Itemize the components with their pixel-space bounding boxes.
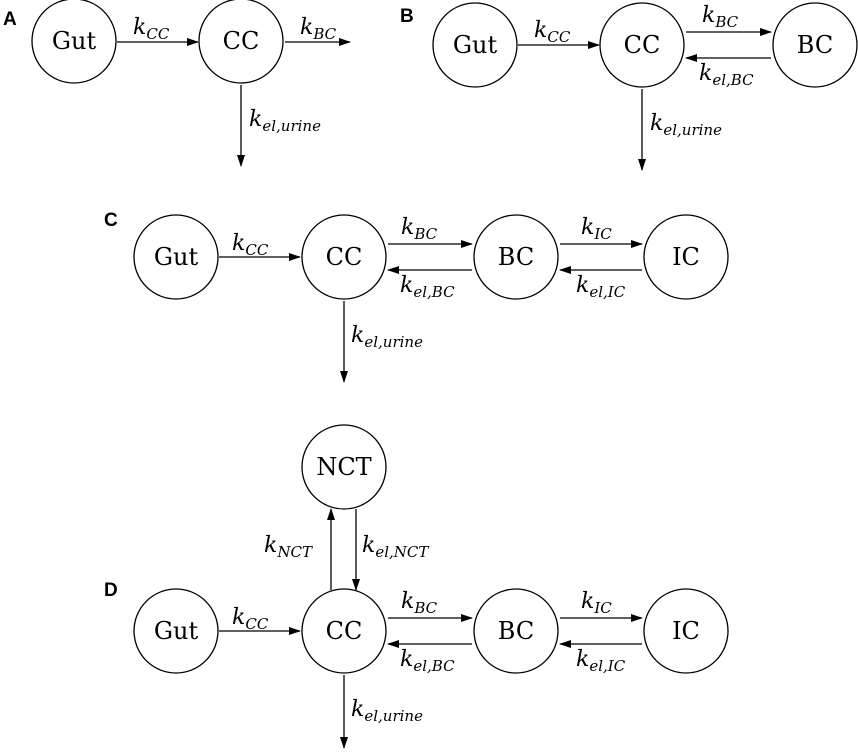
- node-ic-c-label: IC: [672, 243, 700, 271]
- rate-k-cc-b: kCC: [534, 18, 571, 46]
- rate-k-bc-c: kBC: [401, 215, 438, 243]
- rate-k-urine-d: kel,urine: [351, 697, 423, 725]
- node-ic-d-label: IC: [672, 617, 700, 645]
- rate-k-bc-a: kBC: [300, 15, 337, 43]
- rate-k-el-bc-d: kel,BC: [400, 647, 455, 675]
- node-gut-b-label: Gut: [453, 31, 498, 59]
- panel-d-letter: D: [104, 580, 118, 601]
- rate-k-cc-a: kCC: [133, 15, 170, 43]
- node-bc-b-label: BC: [797, 31, 833, 59]
- node-bc-c: BC: [473, 214, 559, 300]
- node-bc-b: BC: [772, 2, 858, 88]
- node-cc-d: CC: [301, 588, 387, 674]
- node-gut-d-label: Gut: [154, 617, 199, 645]
- rate-k-ic-d: kIC: [581, 589, 612, 617]
- rate-k-el-nct-d: kel,NCT: [362, 533, 429, 561]
- node-bc-c-label: BC: [498, 243, 534, 271]
- node-gut-c: Gut: [133, 214, 219, 300]
- panel-c: C Gut CC BC IC kCC kBC kel,BC kIC kel,IC…: [104, 210, 729, 383]
- panel-b-letter: B: [400, 6, 414, 27]
- node-gut-c-label: Gut: [154, 243, 199, 271]
- node-cc-a: CC: [198, 0, 284, 84]
- node-gut-d: Gut: [133, 588, 219, 674]
- node-gut-b: Gut: [432, 2, 518, 88]
- rate-k-cc-d: kCC: [232, 605, 269, 633]
- node-gut-a-label: Gut: [52, 27, 97, 55]
- rate-k-el-ic-c: kel,IC: [576, 273, 626, 301]
- node-ic-d: IC: [643, 588, 729, 674]
- panel-b: B Gut CC BC kCC kBC kel,BC kel,urine: [400, 2, 858, 171]
- node-bc-d: BC: [473, 588, 559, 674]
- rate-k-urine-a: kel,urine: [249, 107, 321, 135]
- rate-k-ic-c: kIC: [581, 215, 612, 243]
- rate-k-bc-d: kBC: [401, 589, 438, 617]
- rate-k-el-ic-d: kel,IC: [576, 647, 626, 675]
- panel-a-letter: A: [3, 9, 17, 30]
- panel-d: D NCT Gut CC BC IC kNCT kel,NCT: [104, 424, 729, 749]
- node-cc-d-label: CC: [326, 617, 363, 645]
- rate-k-bc-b: kBC: [702, 3, 739, 31]
- node-cc-b-label: CC: [624, 31, 661, 59]
- node-nct-d-label: NCT: [316, 453, 371, 481]
- rate-k-urine-b: kel,urine: [650, 111, 722, 139]
- node-cc-c-label: CC: [326, 243, 363, 271]
- node-cc-a-label: CC: [223, 27, 260, 55]
- panel-a: A Gut CC kCC kBC kel,urine: [3, 0, 351, 167]
- rate-k-nct-d: kNCT: [264, 533, 313, 561]
- panel-c-letter: C: [104, 210, 118, 231]
- node-bc-d-label: BC: [498, 617, 534, 645]
- rate-k-urine-c: kel,urine: [351, 323, 423, 351]
- node-ic-c: IC: [643, 214, 729, 300]
- rate-k-el-bc-c: kel,BC: [400, 273, 455, 301]
- node-gut-a: Gut: [31, 0, 117, 84]
- node-nct-d: NCT: [301, 424, 387, 510]
- node-cc-c: CC: [301, 214, 387, 300]
- node-cc-b: CC: [599, 2, 685, 88]
- rate-k-cc-c: kCC: [232, 231, 269, 259]
- rate-k-el-bc-b: kel,BC: [699, 61, 754, 89]
